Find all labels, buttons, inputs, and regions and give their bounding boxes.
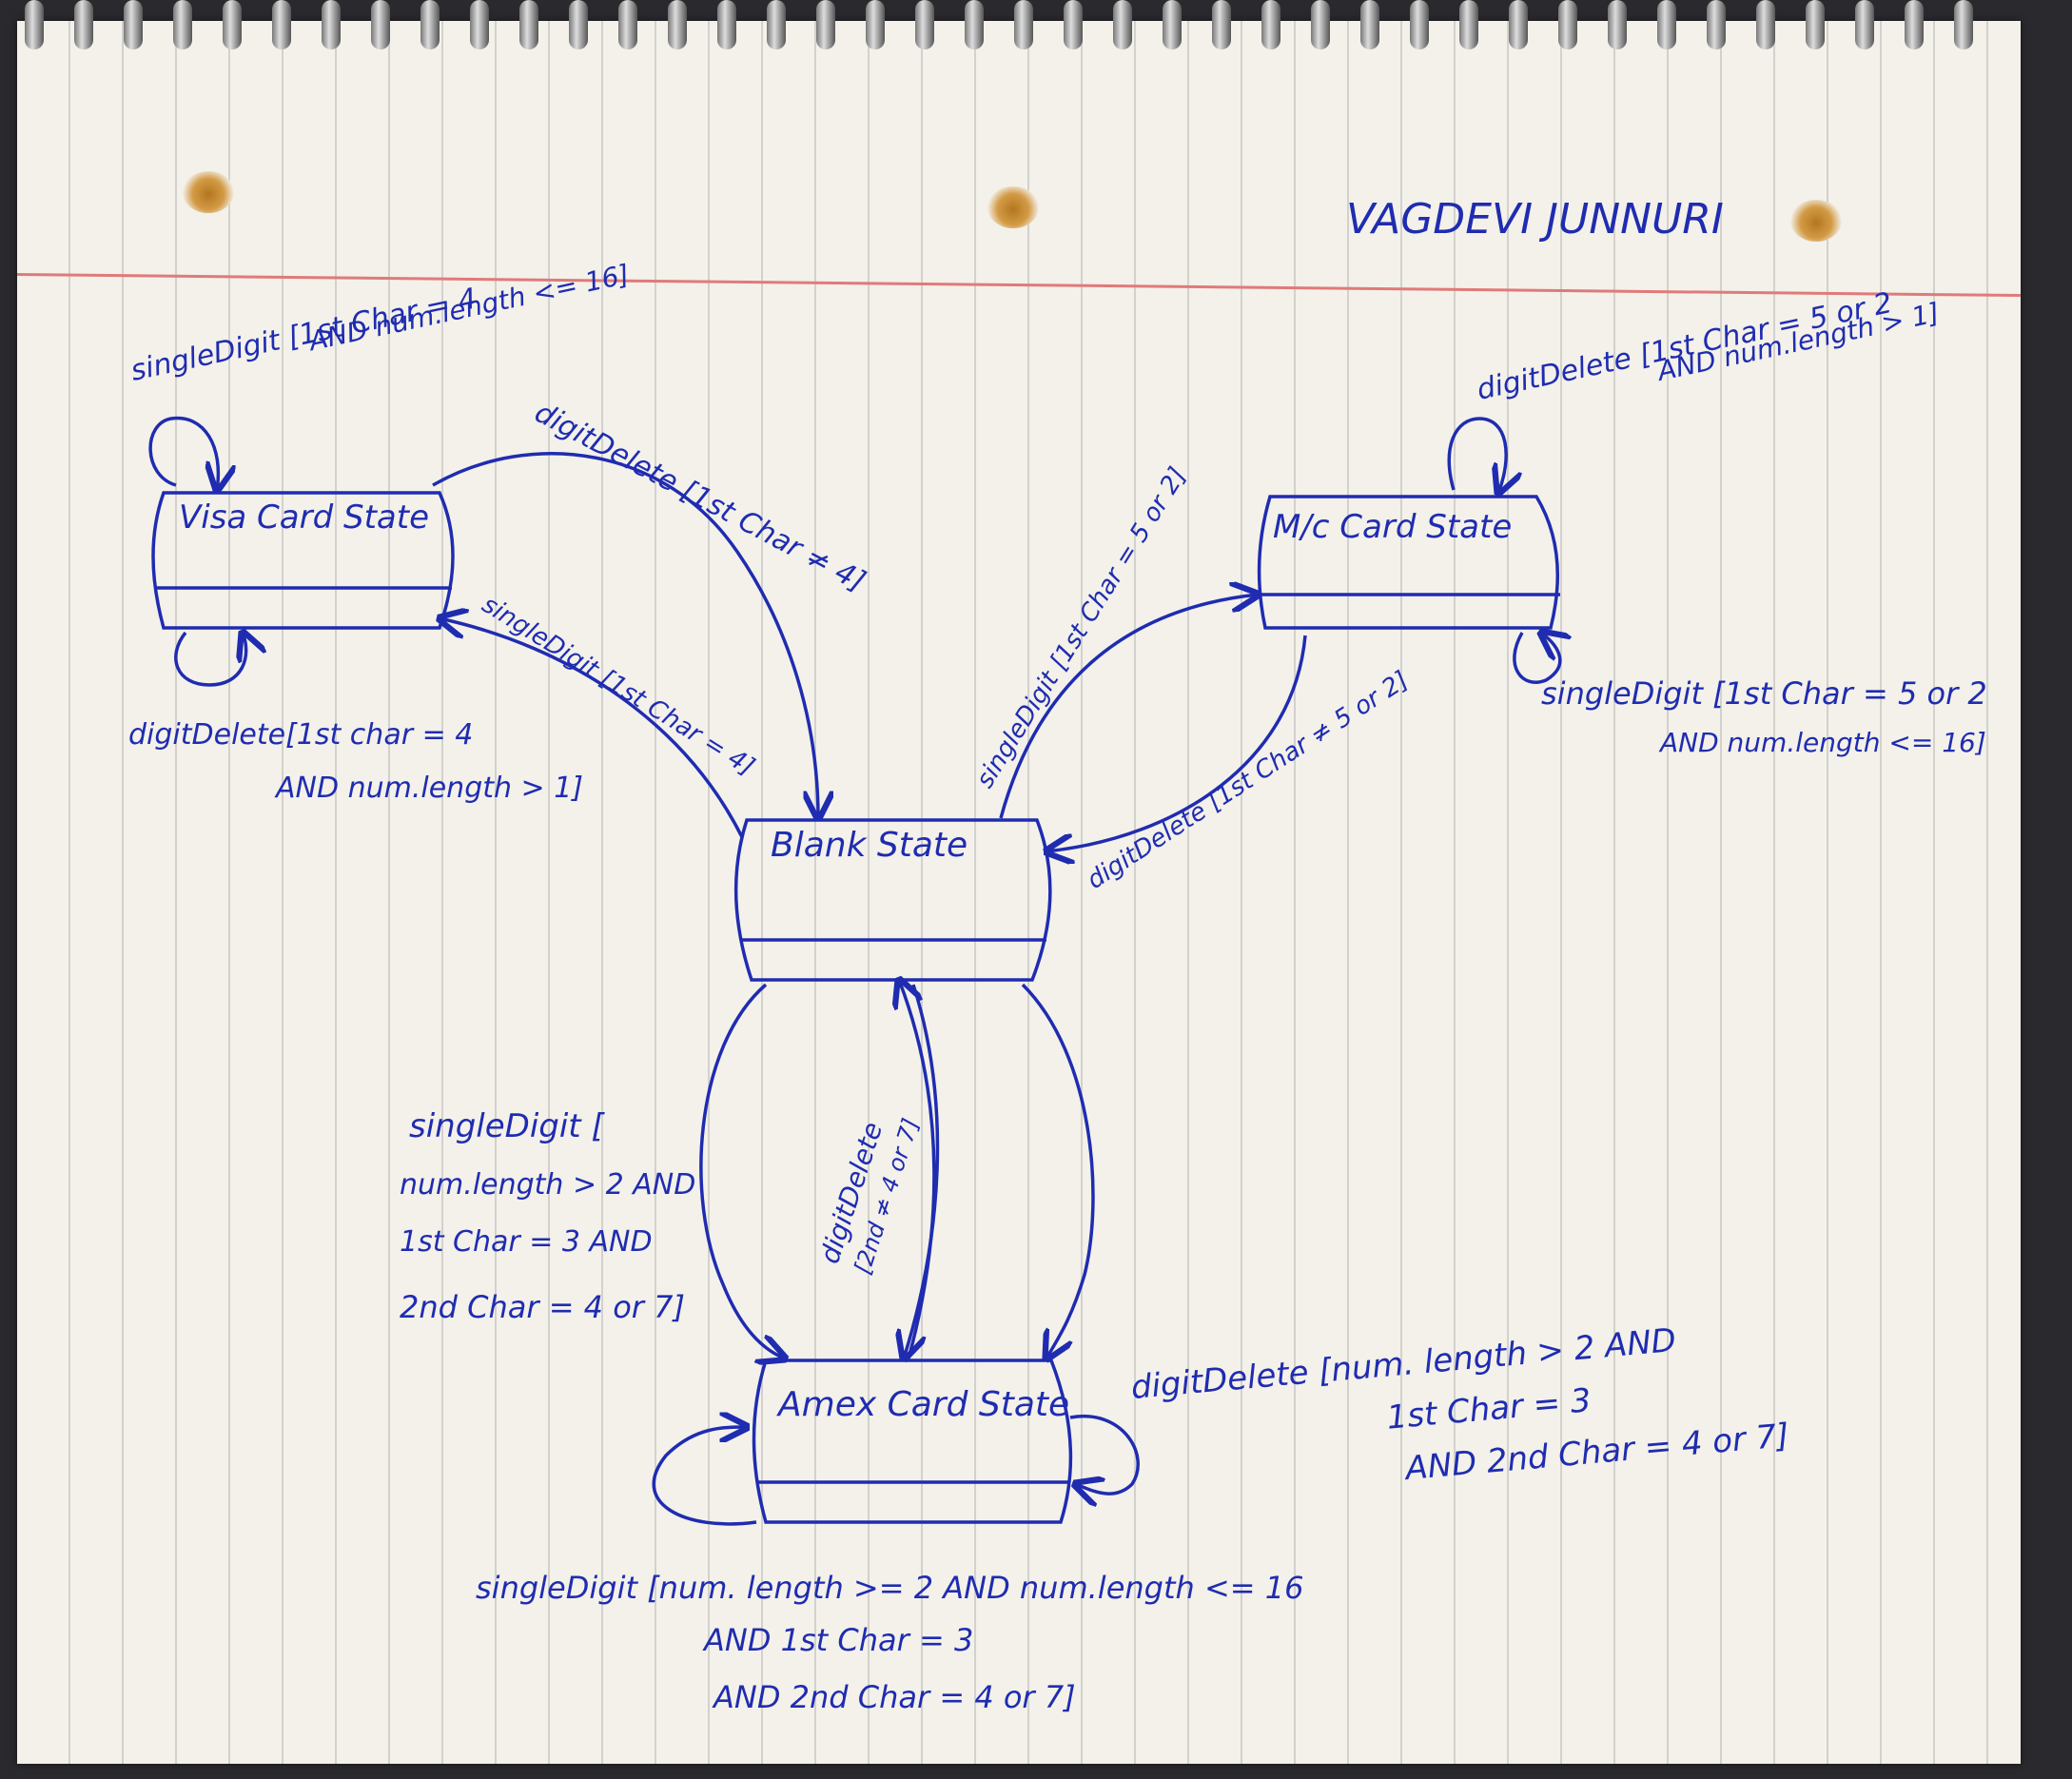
spiral-ring: [1707, 0, 1726, 49]
label-blank-to-amex-line4: 2nd Char = 4 or 7]: [400, 1289, 685, 1325]
blank-to-mc-arrow: [999, 595, 1258, 819]
label-amex-self-line3: AND 2nd Char = 4 or 7]: [712, 1679, 1076, 1715]
amex-to-blank-inner-down-arrow: [904, 984, 940, 1359]
label-blank-to-amex-line1: singleDigit [: [409, 1107, 605, 1145]
label-amex-to-blank-right-line1: digitDelete [num. length > 2 AND: [1129, 1321, 1677, 1407]
label-visa-self-top: singleDigit [1st Char = 4 AND num.length…: [127, 259, 632, 388]
state-amex-label: Amex Card State: [776, 1385, 1069, 1424]
label-blank-to-mc: singleDigit [1st Char = 5 or 2]: [970, 462, 1192, 792]
state-mc-label: M/c Card State: [1273, 508, 1512, 546]
spiral-ring: [717, 0, 736, 49]
mc-self-bottom-arrow: [1513, 633, 1560, 684]
blank-to-visa-arrow: [440, 618, 744, 838]
spiral-ring: [420, 0, 440, 49]
spiral-ring: [1806, 0, 1825, 49]
label-mc-self-bottom-line1: singleDigit [1st Char = 5 or 2: [1541, 675, 1987, 712]
spiral-ring: [470, 0, 489, 49]
spiral-ring: [1212, 0, 1231, 49]
spiral-ring: [1163, 0, 1182, 49]
spiral-ring: [173, 0, 192, 49]
spiral-ring: [618, 0, 637, 49]
state-visa: Visa Card State: [151, 491, 455, 630]
label-visa-to-blank: digitDelete [1st Char ≠ 4]: [529, 396, 870, 598]
label-blank-to-visa: singleDigit [1st Char = 4]: [477, 590, 759, 781]
spiral-ring: [1509, 0, 1528, 49]
spiral-ring: [1311, 0, 1330, 49]
amex-self-right-arrow: [1070, 1414, 1140, 1494]
label-blank-to-amex-line2: num.length > 2 AND: [400, 1168, 695, 1202]
spiral-ring: [569, 0, 588, 49]
author-name: VAGDEVI JUNNURI: [1346, 195, 1724, 244]
visa-self-bottom-arrow: [174, 633, 246, 687]
label-amex-self-line1: singleDigit [num. length >= 2 AND num.le…: [476, 1570, 1303, 1606]
notebook-page: [16, 21, 2021, 1764]
label-visa-self-bottom-line2: AND num.length > 1]: [274, 772, 583, 805]
spiral-ring: [272, 0, 291, 49]
spiral-ring: [74, 0, 93, 49]
visa-self-top-arrow: [148, 416, 218, 490]
amex-self-left-arrow: [652, 1427, 757, 1526]
blank-to-amex-right-arrow: [1021, 983, 1095, 1359]
state-amex: Amex Card State: [752, 1359, 1073, 1524]
spiral-ring: [1410, 0, 1429, 49]
spiral-ring: [1113, 0, 1132, 49]
label-mc-self-bottom-line2: AND num.length <= 16]: [1658, 727, 1986, 758]
spiral-ring: [1954, 0, 1973, 49]
spiral-ring: [1608, 0, 1627, 49]
state-blank: Blank State: [733, 818, 1052, 982]
amex-to-blank-inner-arrow: [899, 980, 936, 1359]
spiral-ring: [223, 0, 242, 49]
spiral-ring: [1014, 0, 1033, 49]
spiral-ring: [1558, 0, 1577, 49]
spiral-ring: [767, 0, 786, 49]
spiral-ring: [1756, 0, 1775, 49]
mc-self-top-arrow: [1447, 417, 1506, 493]
blank-to-amex-left-arrow: [699, 983, 785, 1359]
label-amex-to-blank-right-line2: 1st Char = 3: [1385, 1381, 1593, 1437]
label-mc-to-blank: digitDelete [1st Char ≠ 5 or 2]: [1082, 666, 1413, 895]
mc-to-blank-arrow: [1046, 635, 1307, 851]
spiral-ring: [322, 0, 341, 49]
spiral-ring: [1064, 0, 1083, 49]
spiral-ring: [668, 0, 687, 49]
punch-hole: [1790, 200, 1842, 242]
spiral-ring: [1855, 0, 1874, 49]
spiral-ring: [1459, 0, 1478, 49]
spiral-ring: [1261, 0, 1280, 49]
spiral-ring: [1360, 0, 1379, 49]
label-blank-to-amex-line3: 1st Char = 3 AND: [400, 1225, 653, 1259]
spiral-ring: [965, 0, 984, 49]
visa-to-blank-arrow: [432, 452, 818, 818]
spiral-ring: [816, 0, 835, 49]
state-blank-label: Blank State: [771, 826, 968, 865]
spiral-ring: [371, 0, 390, 49]
punch-hole: [183, 171, 234, 213]
punch-hole: [987, 186, 1039, 228]
state-mc: M/c Card State: [1257, 495, 1560, 630]
spiral-ring: [124, 0, 143, 49]
label-amex-self-line2: AND 1st Char = 3: [702, 1622, 973, 1658]
label-visa-self-bottom-line1: digitDelete[1st char = 4: [128, 718, 473, 752]
label-visa-self-top-line1: singleDigit [1st Char = 4: [127, 283, 479, 388]
spiral-ring: [25, 0, 44, 49]
spiral-ring: [1905, 0, 1924, 49]
spiral-ring: [866, 0, 885, 49]
state-visa-label: Visa Card State: [179, 499, 429, 537]
spiral-ring: [1657, 0, 1676, 49]
spiral-ring: [519, 0, 538, 49]
spiral-ring: [915, 0, 934, 49]
